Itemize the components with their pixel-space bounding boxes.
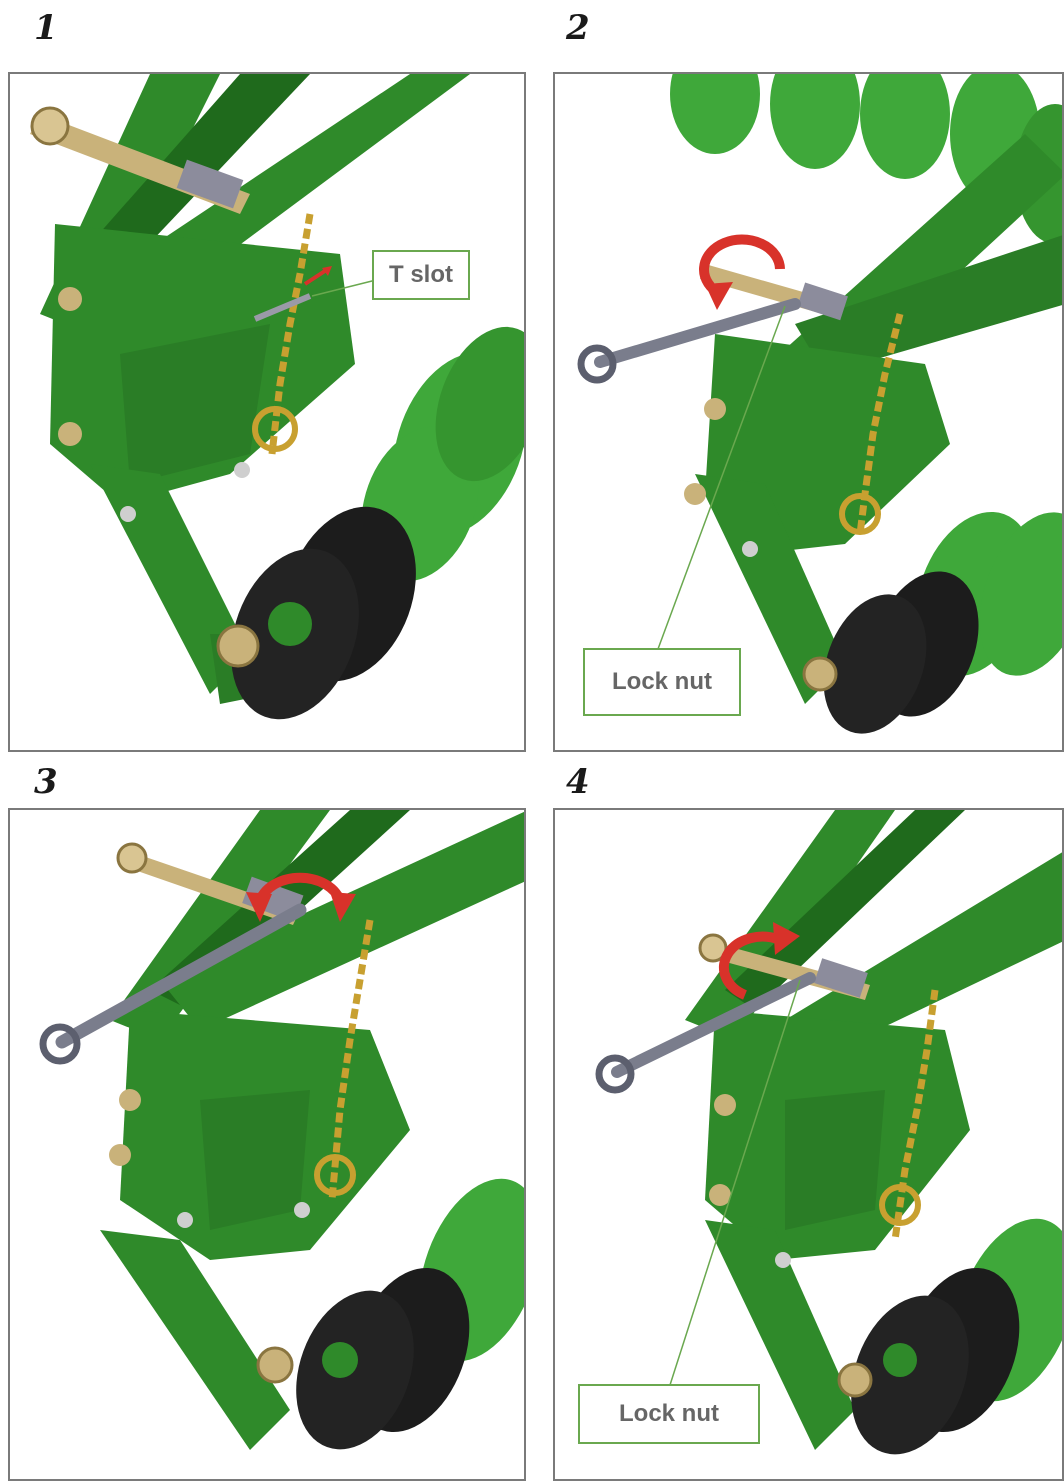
illustration-step-3 xyxy=(39,810,524,1450)
rotate-arrow-icon xyxy=(718,931,782,1000)
step-number-4: 4 xyxy=(566,762,590,802)
step-number-2: 2 xyxy=(566,8,590,48)
double-rotate-arrow-icon xyxy=(246,872,356,922)
illustration-step-4 xyxy=(595,810,1062,1455)
callout-lock-nut-step-2: Lock nut xyxy=(583,648,741,716)
step-number-3: 3 xyxy=(34,762,58,802)
panel-step-3 xyxy=(8,808,526,1481)
panel-step-1: T slot xyxy=(8,72,526,752)
step-number-1: 1 xyxy=(34,8,58,48)
illustration-step-2 xyxy=(577,74,1062,734)
callout-t-slot: T slot xyxy=(372,250,470,300)
rotate-arrow-icon xyxy=(699,234,785,299)
illustration-step-1 xyxy=(30,74,524,720)
panel-step-4: Lock nut xyxy=(553,808,1064,1481)
callout-lock-nut-step-4: Lock nut xyxy=(578,1384,760,1444)
panel-step-2: Lock nut xyxy=(553,72,1064,752)
